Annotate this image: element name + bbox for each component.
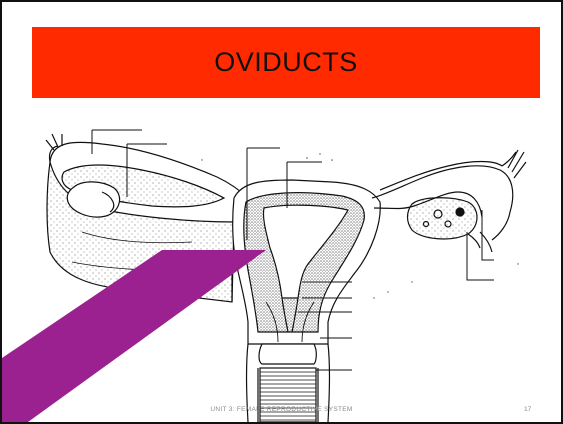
- external-os: [259, 344, 316, 364]
- left-fimbriae: [46, 134, 62, 162]
- ovarian-ligament: [468, 232, 492, 252]
- purple-arrow-overlay: [2, 250, 266, 422]
- footer-text: UNIT 3: FEMALE REPRODUCTIVE SYSTEM: [2, 406, 561, 413]
- page-number: 17: [524, 406, 531, 413]
- vaginal-rugae: [260, 368, 316, 422]
- follicle-3: [456, 208, 464, 216]
